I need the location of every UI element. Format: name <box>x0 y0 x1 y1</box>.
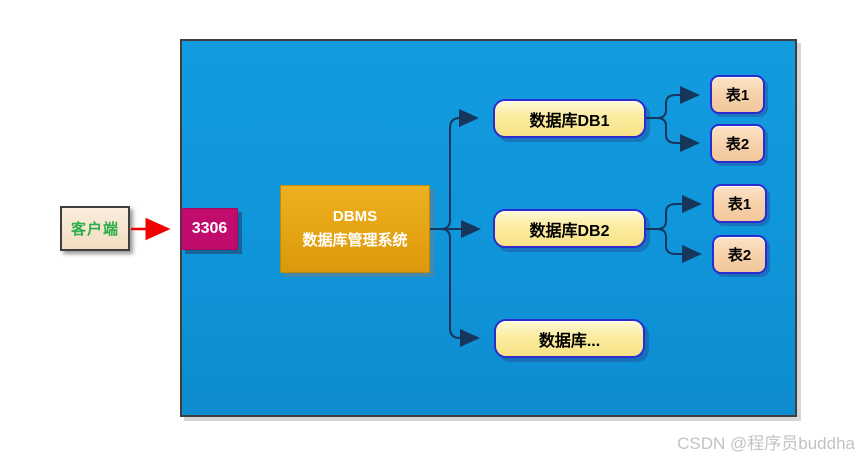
database-db1-label: 数据库DB1 <box>529 112 610 130</box>
server-panel <box>180 39 797 417</box>
database-more-node: 数据库... <box>494 319 645 358</box>
db1-table2-node: 表2 <box>710 124 765 163</box>
database-more-label: 数据库... <box>538 332 601 350</box>
database-db2-label: 数据库DB2 <box>529 222 610 240</box>
port-3306-node: 3306 <box>181 208 238 250</box>
db1-table2-label: 表2 <box>725 136 750 153</box>
database-db1-node: 数据库DB1 <box>493 99 646 138</box>
db2-table1-node: 表1 <box>712 184 767 223</box>
port-label: 3306 <box>191 220 228 237</box>
db2-table2-label: 表2 <box>727 247 752 264</box>
db2-table2-node: 表2 <box>712 235 767 274</box>
db2-table1-label: 表1 <box>727 196 752 213</box>
db1-table1-label: 表1 <box>725 87 750 104</box>
dbms-node: DBMS 数据库管理系统 <box>280 185 430 273</box>
db1-table1-node: 表1 <box>710 75 765 114</box>
dbms-subtitle: 数据库管理系统 <box>302 232 408 249</box>
client-node: 客户端 <box>60 206 130 251</box>
database-db2-node: 数据库DB2 <box>493 209 646 248</box>
client-label: 客户端 <box>70 221 119 238</box>
csdn-watermark: CSDN @程序员buddha <box>677 434 855 453</box>
dbms-title: DBMS <box>332 208 378 225</box>
